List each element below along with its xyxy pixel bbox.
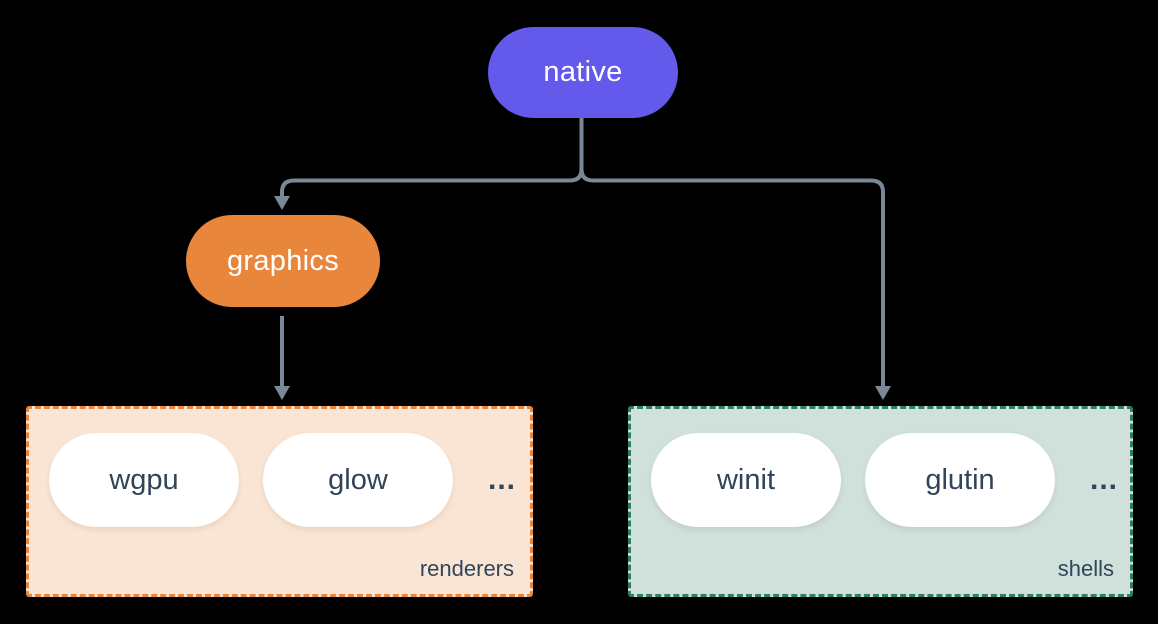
shells-ellipsis: ... xyxy=(1089,463,1118,496)
node-glow: glow xyxy=(263,433,453,527)
node-glutin-label: glutin xyxy=(925,463,995,496)
group-label-shells: shells xyxy=(1057,556,1114,581)
node-winit-label: winit xyxy=(716,463,775,496)
node-native-label: native xyxy=(543,56,623,88)
node-winit: winit xyxy=(651,433,841,527)
node-wgpu: wgpu xyxy=(49,433,239,527)
group-renderers: wgpu glow ... renderers xyxy=(26,406,533,597)
node-glow-label: glow xyxy=(328,463,388,496)
node-glutin: glutin xyxy=(865,433,1055,527)
edge-native-to-graphics xyxy=(280,168,584,198)
node-wgpu-label: wgpu xyxy=(109,463,179,496)
node-graphics: graphics xyxy=(186,215,380,307)
group-label-renderers: renderers xyxy=(419,556,514,581)
arrowhead-renderers xyxy=(274,386,290,400)
node-native: native xyxy=(488,27,678,118)
node-graphics-label: graphics xyxy=(226,244,339,277)
arrowhead-graphics xyxy=(274,196,290,210)
edge-native-to-shells xyxy=(579,168,885,387)
arrowhead-shells xyxy=(875,386,891,400)
group-shells: winit glutin ... shells xyxy=(628,406,1133,597)
renderers-ellipsis: ... xyxy=(487,463,516,496)
